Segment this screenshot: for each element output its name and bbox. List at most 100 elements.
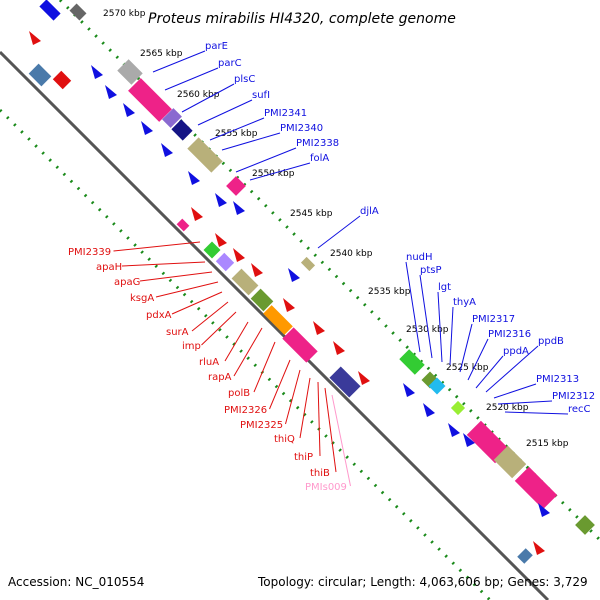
gene-block xyxy=(28,63,52,87)
leader-line xyxy=(121,261,206,267)
tick-label: 2565 kbp xyxy=(140,49,183,59)
reverse-gene-label: PMI2339 xyxy=(68,247,111,258)
leader-line xyxy=(113,241,201,252)
reverse-gene-arrow xyxy=(533,541,545,555)
forward-gene-arrow xyxy=(161,143,173,157)
reverse-gene-arrow xyxy=(215,233,227,247)
forward-gene-label: lgt xyxy=(438,282,451,293)
gene-block xyxy=(226,176,246,196)
forward-gene-arrow xyxy=(423,403,435,417)
forward-gene-label: parC xyxy=(218,58,242,69)
tick-label: 2525 kbp xyxy=(446,363,489,373)
reverse-gene-label: PMI2325 xyxy=(240,420,283,431)
forward-gene-label: PMI2340 xyxy=(280,123,323,134)
reverse-gene-label: imp xyxy=(182,341,201,352)
leader-line xyxy=(285,369,301,425)
gene-block xyxy=(428,377,446,395)
tick-label: 2550 kbp xyxy=(252,169,295,179)
gene-features xyxy=(28,0,595,564)
forward-gene-label: parE xyxy=(205,41,228,52)
forward-gene-label: folA xyxy=(310,153,329,164)
tick-label: 2520 kbp xyxy=(486,403,529,413)
reverse-gene-arrow xyxy=(313,321,325,335)
forward-gene-label: PMI2312 xyxy=(552,391,595,402)
gene-block xyxy=(176,218,190,232)
leader-line xyxy=(249,162,311,181)
reverse-gene-label: ksgA xyxy=(130,293,154,304)
leader-line xyxy=(331,394,351,487)
gene-block xyxy=(263,305,293,335)
leader-line xyxy=(209,117,265,141)
reverse-gene-label: surA xyxy=(166,327,189,338)
forward-gene-arrow xyxy=(91,65,103,79)
reverse-gene-labels: PMI2339apaHapaGksgApdxAsurAimprluArapApo… xyxy=(68,241,351,493)
gene-block xyxy=(117,59,143,85)
gene-block xyxy=(250,288,274,312)
forward-gene-label: djlA xyxy=(360,206,379,217)
leader-line xyxy=(233,327,263,377)
gene-block xyxy=(39,0,61,21)
leader-line xyxy=(171,291,223,315)
gene-block xyxy=(187,137,223,173)
leader-line xyxy=(493,383,537,399)
forward-gene-label: PMI2341 xyxy=(264,108,307,119)
leader-line xyxy=(221,132,281,151)
forward-gene-label: PMI2338 xyxy=(296,138,339,149)
reverse-gene-arrow xyxy=(29,31,41,45)
leader-line xyxy=(164,67,219,91)
gene-block xyxy=(517,548,533,564)
forward-gene-arrow xyxy=(123,103,135,117)
leader-line xyxy=(475,355,504,389)
reverse-gene-label: thiP xyxy=(294,452,313,463)
reverse-gene-label: apaG xyxy=(114,277,140,288)
leader-line xyxy=(139,271,213,282)
reverse-gene-label: polB xyxy=(228,388,250,399)
leader-line xyxy=(253,341,276,393)
leader-line xyxy=(467,338,489,381)
forward-gene-label: thyA xyxy=(453,297,476,308)
forward-gene-labels: parEparCplsCsufIPMI2341PMI2340PMI2338fol… xyxy=(152,41,595,415)
reverse-gene-label: thiQ xyxy=(274,434,295,445)
forward-gene-label: nudH xyxy=(406,252,433,263)
gene-block xyxy=(329,366,361,398)
gene-block xyxy=(52,70,72,90)
gene-block xyxy=(162,108,182,128)
forward-gene-arrow xyxy=(288,268,300,282)
leader-line xyxy=(324,387,337,473)
gene-block xyxy=(215,252,235,272)
genome-summary-text: Topology: circular; Length: 4,063,606 bp… xyxy=(257,575,588,589)
gene-block xyxy=(69,3,87,21)
gene-block xyxy=(231,268,259,296)
leader-line xyxy=(459,323,473,373)
forward-gene-label: ptsP xyxy=(420,265,442,276)
leader-line xyxy=(191,301,229,332)
forward-gene-label: sufI xyxy=(252,90,270,101)
forward-gene-arrow xyxy=(403,383,415,397)
tick-label: 2545 kbp xyxy=(290,209,333,219)
forward-gene-label: PMI2313 xyxy=(536,374,579,385)
tick-label: 2530 kbp xyxy=(406,325,449,335)
forward-gene-arrow xyxy=(141,121,153,135)
leader-line xyxy=(504,411,569,415)
leader-line xyxy=(485,345,539,393)
leader-line xyxy=(197,99,253,126)
leader-line xyxy=(437,291,443,363)
gene-block xyxy=(399,349,425,375)
leader-line xyxy=(405,261,421,353)
forward-gene-label: recC xyxy=(568,404,591,415)
leader-line xyxy=(155,281,219,298)
accession-text: Accession: NC_010554 xyxy=(8,575,144,589)
gene-block xyxy=(493,445,527,479)
gene-block xyxy=(466,420,510,464)
reverse-gene-arrow xyxy=(358,371,370,385)
leader-line xyxy=(419,274,433,359)
leader-line xyxy=(152,50,206,73)
forward-gene-arrow xyxy=(105,85,117,99)
reverse-gene-arrow xyxy=(283,298,295,312)
reverse-gene-label: rluA xyxy=(199,357,219,368)
leader-line xyxy=(449,306,454,366)
gene-block xyxy=(514,466,558,510)
map-title: Proteus mirabilis HI4320, complete genom… xyxy=(148,11,456,27)
